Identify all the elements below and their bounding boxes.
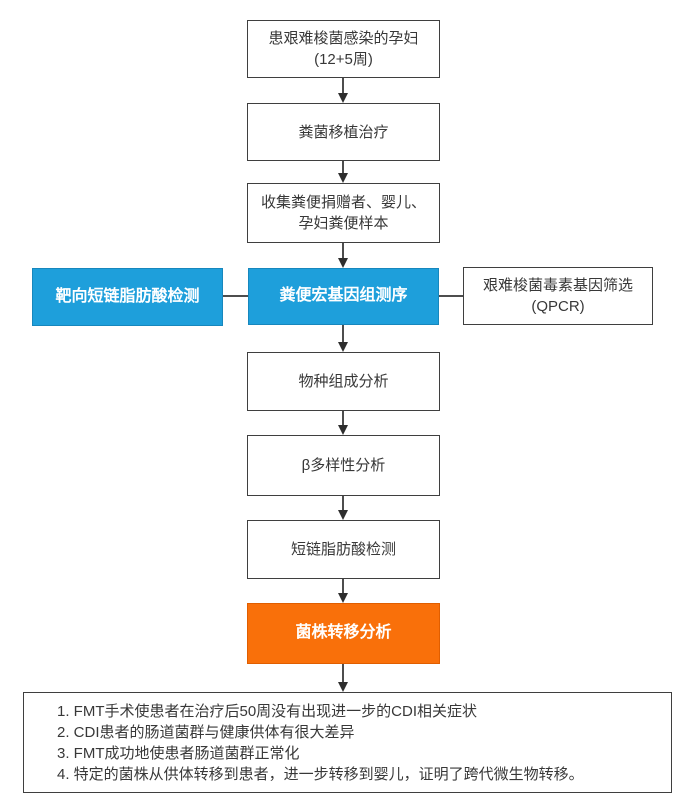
conclusion-item-4: 4. 特定的菌株从供体转移到患者，进一步转移到婴儿，证明了跨代微生物转移。 — [57, 765, 584, 783]
node-strain-transfer-analysis: 菌株转移分析 — [247, 603, 440, 664]
node-collect-samples: 收集粪便捐赠者、婴儿、 孕妇粪便样本 — [247, 183, 440, 243]
arrowhead-icon — [337, 593, 348, 603]
node-targeted-scfa-detection: 靶向短链脂肪酸检测 — [32, 268, 223, 326]
node-fecal-metagenome-sequencing: 粪便宏基因组测序 — [248, 268, 439, 325]
arrow-scfa-to-strain — [337, 579, 348, 603]
arrowhead-icon — [337, 258, 348, 268]
arrowhead-icon — [337, 173, 348, 183]
node-toxin-gene-qpcr-screen: 艰难梭菌毒素基因筛选 (QPCR) — [463, 267, 653, 325]
node-conclusions: 1. FMT手术使患者在治疗后50周没有出现进一步的CDI相关症状 2. CDI… — [23, 692, 672, 793]
arrow-collect-to-metagenome — [337, 243, 348, 268]
node-beta-diversity-analysis: β多样性分析 — [247, 435, 440, 496]
node-scfa-detection: 短链脂肪酸检测 — [247, 520, 440, 579]
arrow-metagenome-to-species — [337, 325, 348, 352]
arrowhead-icon — [337, 682, 348, 692]
connector-metagenome-to-targeted-scfa — [223, 295, 248, 297]
arrow-fmt-to-collect — [337, 161, 348, 183]
arrow-strain-to-conclusions — [337, 664, 348, 692]
arrowhead-icon — [337, 93, 348, 103]
conclusion-item-2: 2. CDI患者的肠道菌群与健康供体有很大差异 — [57, 723, 355, 741]
arrow-pregnant-to-fmt — [337, 78, 348, 103]
node-fmt-treatment: 粪菌移植治疗 — [247, 103, 440, 161]
arrow-beta-to-scfa — [337, 496, 348, 520]
node-cdi-pregnant-women: 患艰难梭菌感染的孕妇 (12+5周) — [247, 20, 440, 78]
arrowhead-icon — [337, 425, 348, 435]
conclusion-list: 1. FMT手术使患者在治疗后50周没有出现进一步的CDI相关症状 2. CDI… — [57, 701, 584, 785]
node-species-composition-analysis: 物种组成分析 — [247, 352, 440, 411]
conclusion-item-1: 1. FMT手术使患者在治疗后50周没有出现进一步的CDI相关症状 — [57, 702, 478, 720]
arrowhead-icon — [337, 510, 348, 520]
arrow-species-to-beta — [337, 411, 348, 435]
arrowhead-icon — [337, 342, 348, 352]
conclusion-item-3: 3. FMT成功地使患者肠道菌群正常化 — [57, 744, 300, 762]
connector-metagenome-to-qpcr — [439, 295, 463, 297]
